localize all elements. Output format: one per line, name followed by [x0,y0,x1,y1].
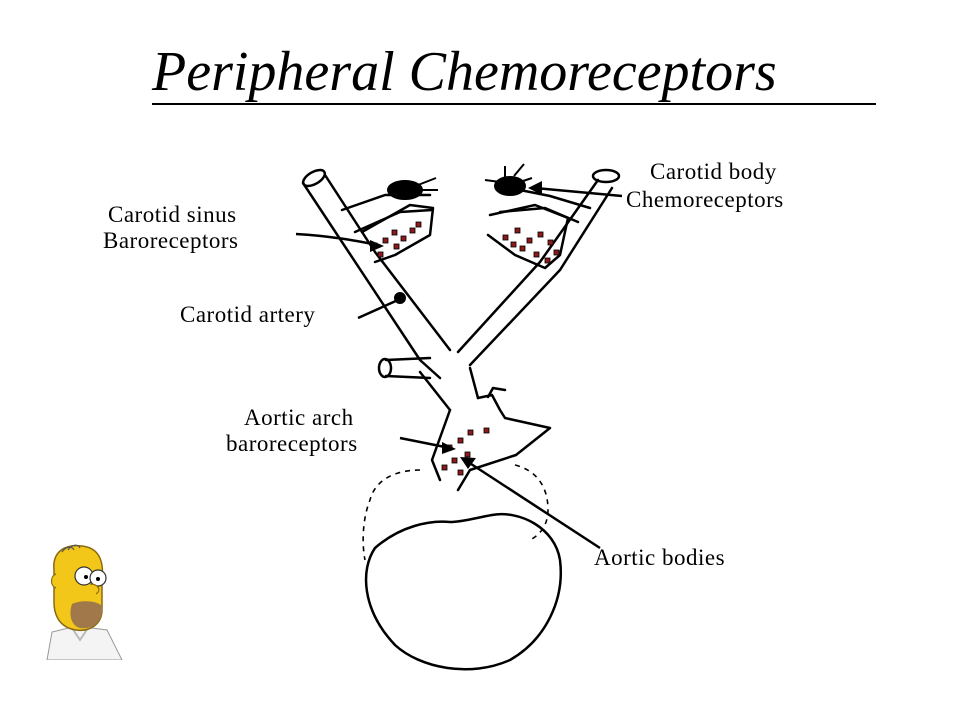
left-carotid-body-nerves [417,177,438,191]
right-vessel-cap [591,168,621,184]
leader-aortic-bodies [464,458,601,550]
left-sinus-bulge [360,203,435,264]
label-carotid-artery: Carotid artery [180,302,316,327]
homer-character-icon [46,544,123,660]
label-carotid-sinus: Carotid sinus [108,203,237,227]
label-aortic-arch-line1: Aortic arch [244,405,354,430]
label-aortic-arch: Aortic arch [244,406,354,430]
right-lung-outline [514,464,549,541]
label-aortic-bodies: Aortic bodies [594,545,726,570]
subclavian-stub [384,356,432,380]
slide-title: Peripheral Chemoreceptors [152,41,777,103]
label-carotid-sinus-line1: Carotid sinus [108,202,237,227]
title-underline [152,103,876,105]
label-chemoreceptors: Chemoreceptors [626,188,784,212]
label-baroreceptors: Baroreceptors [103,229,239,253]
right-sinus-bulge [486,203,570,270]
left-carotid-inner [323,173,452,352]
left-vessel-cap [301,168,327,188]
right-carotid-inner [456,178,600,354]
left-lung-outline [362,469,421,561]
heart-outline [364,512,562,671]
leader-aortic-arch [399,436,451,450]
subclavian-cap [377,357,393,379]
label-carotid-sinus-line2: Baroreceptors [103,228,239,253]
arrowhead-carotid-sinus [370,240,384,252]
leader-carotid-artery [357,298,399,320]
left-carotid-outer [301,181,442,380]
right-external-branch [518,188,592,210]
left-carotid-body [387,180,423,200]
label-carotid-body: Carotid body [650,160,777,184]
arch-branch-top [486,386,507,399]
label-aortic-baroreceptors: baroreceptors [226,432,358,456]
right-carotid-body [494,176,526,196]
label-carotid-body-line1: Carotid body [650,159,777,184]
arrowhead-aortic-arch [442,442,456,454]
arrowhead-aortic-bodies [460,457,476,469]
label-carotid-body-line2: Chemoreceptors [626,187,784,212]
trunk-right [468,366,480,400]
right-carotid-body-nerves [484,163,533,183]
leader-carotid-body [534,186,623,198]
arrowhead-carotid-body [528,181,542,195]
right-carotid-outer [468,186,614,367]
label-aortic-arch-line2: baroreceptors [226,431,358,456]
